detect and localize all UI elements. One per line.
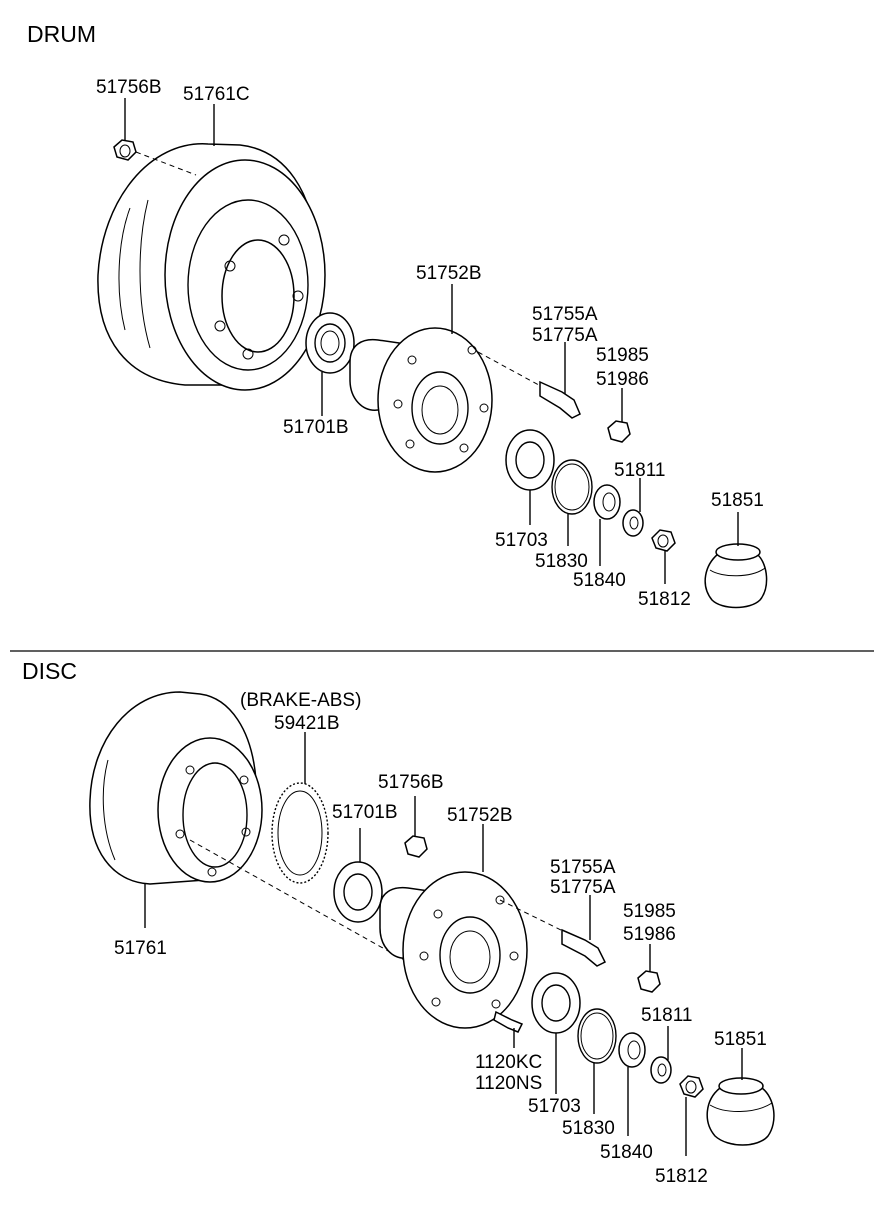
hub-nut-51812 xyxy=(651,529,676,552)
washer-51840 xyxy=(593,484,621,520)
label-drum-51811: 51811 xyxy=(614,460,665,481)
label-disc-51840: 51840 xyxy=(600,1142,653,1163)
label-disc-1120NS: 1120NS xyxy=(475,1073,542,1094)
hub-cap-51851 xyxy=(704,543,768,609)
label-disc-51830: 51830 xyxy=(562,1118,615,1139)
wheel-nut-51756B xyxy=(404,835,428,858)
lock-washer-51811 xyxy=(622,509,644,537)
label-disc-51703: 51703 xyxy=(528,1096,581,1117)
o-ring-51830 xyxy=(577,1008,617,1064)
brake-drum-51761C xyxy=(97,143,326,391)
label-disc-51775A: 51775A xyxy=(550,877,616,898)
lock-nut-51985 xyxy=(637,970,661,993)
hub-bolt-51755A xyxy=(539,380,581,419)
hub-nut-51812 xyxy=(679,1075,704,1098)
section-title-disc: DISC xyxy=(22,658,77,684)
label-drum-51703: 51703 xyxy=(495,530,548,551)
outer-bearing-51703 xyxy=(531,972,581,1034)
label-disc-51811: 51811 xyxy=(641,1005,692,1026)
label-drum-51755A: 51755A xyxy=(532,304,598,325)
label-disc-51752B: 51752B xyxy=(447,805,513,826)
outer-bearing-51703 xyxy=(505,429,555,491)
bolt-1120KC xyxy=(493,1010,524,1033)
lock-washer-51811 xyxy=(650,1056,672,1084)
label-drum-51756B: 51756B xyxy=(96,77,162,98)
label-disc-51701B: 51701B xyxy=(332,802,398,823)
wheel-hub-51752B xyxy=(379,871,528,1029)
wheel-nut-51756B xyxy=(113,139,137,161)
label-drum-51761C: 51761C xyxy=(183,84,250,105)
inner-bearing-51701B xyxy=(305,312,355,374)
label-disc-51761: 51761 xyxy=(114,938,167,959)
label-disc-51851: 51851 xyxy=(714,1029,767,1050)
hub-cap-51851 xyxy=(706,1077,775,1146)
section-title-drum: DRUM xyxy=(27,21,96,47)
wheel-hub-51752B xyxy=(349,327,493,473)
label-disc-1120KC: 1120KC xyxy=(475,1052,542,1073)
label-drum-51851: 51851 xyxy=(711,490,764,511)
label-disc-51985: 51985 xyxy=(623,901,676,922)
washer-51840 xyxy=(618,1032,646,1068)
brake-disc-51761 xyxy=(89,691,263,885)
label-disc-51755A: 51755A xyxy=(550,857,616,878)
label-drum-51830: 51830 xyxy=(535,551,588,572)
label-disc-51756B: 51756B xyxy=(378,772,444,793)
lock-nut-51985 xyxy=(607,420,631,443)
inner-bearing-51701B xyxy=(333,861,383,923)
label-drum-51752B: 51752B xyxy=(416,263,482,284)
label-drum-51840: 51840 xyxy=(573,570,626,591)
label-drum-51701B: 51701B xyxy=(283,417,349,438)
abs-tone-ring-59421B xyxy=(271,782,329,884)
label-disc-59421B: 59421B xyxy=(274,713,340,734)
label-disc-brake-abs: (BRAKE-ABS) xyxy=(240,690,361,711)
label-drum-51986: 51986 xyxy=(596,369,649,390)
label-drum-51775A: 51775A xyxy=(532,325,598,346)
hub-bolt-51755A xyxy=(561,928,607,967)
label-drum-51985: 51985 xyxy=(596,345,649,366)
label-disc-51812: 51812 xyxy=(655,1166,708,1187)
o-ring-51830 xyxy=(551,459,593,515)
label-drum-51812: 51812 xyxy=(638,589,691,610)
label-disc-51986: 51986 xyxy=(623,924,676,945)
